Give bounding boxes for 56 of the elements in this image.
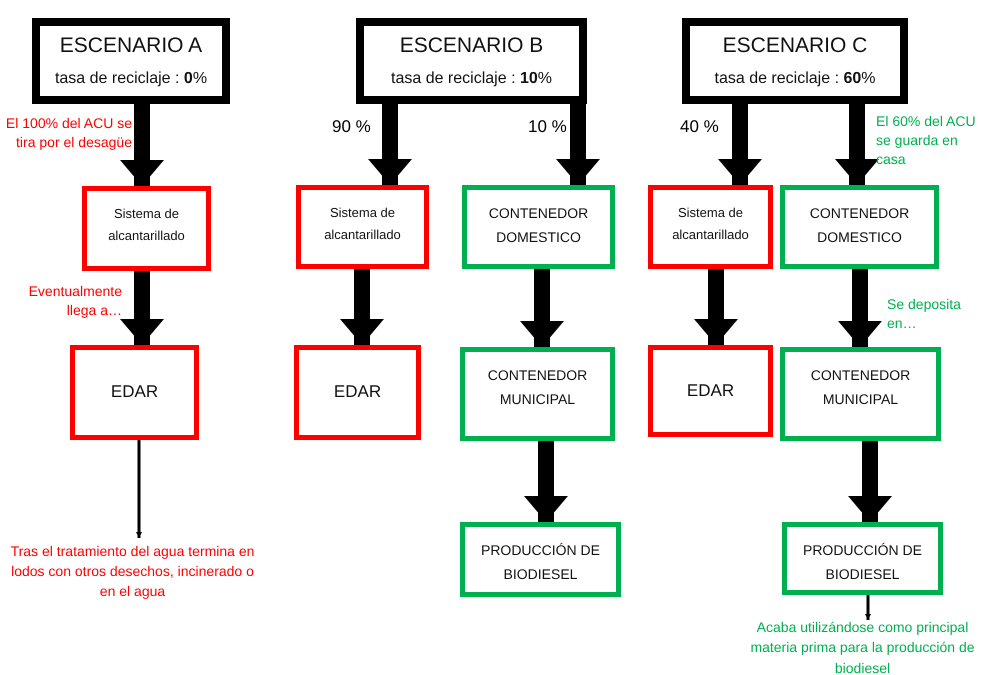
- arrow: [838, 269, 882, 347]
- scenario-title: ESCENARIO C: [722, 34, 868, 58]
- note-text: Tras el tratamiento del agua termina en lodos con otros desechos, incinerado o en el agua: [5, 538, 260, 604]
- arrow: [848, 441, 892, 522]
- edge-label: Eventualmente llega a…: [28, 282, 122, 320]
- arrow: [520, 269, 564, 347]
- edge-label: Se deposita en…: [887, 295, 962, 333]
- recycling-rate: tasa de reciclaje : 60%: [714, 70, 876, 88]
- box-label: Sistema de alcantarillado: [107, 205, 186, 246]
- arrow: [340, 269, 384, 345]
- edge-label: El 100% del ACU se tira por el desagüe: [4, 114, 132, 152]
- scenario-box: [356, 18, 587, 104]
- arrow: [368, 104, 412, 185]
- recycling-rate: tasa de reciclaje : 0%: [54, 70, 208, 88]
- process-box: [82, 186, 211, 271]
- recycling-rate: tasa de reciclaje : 10%: [391, 70, 552, 88]
- arrow: [865, 595, 871, 620]
- scenario-title: ESCENARIO B: [400, 34, 544, 58]
- arrow: [136, 440, 142, 538]
- box-label: EDAR: [110, 381, 158, 404]
- process-box: [782, 522, 943, 595]
- process-box: [460, 522, 621, 597]
- process-box: [648, 345, 773, 437]
- box-label: EDAR: [686, 380, 734, 402]
- process-box: [780, 185, 939, 269]
- edge-label: 10 %: [528, 116, 568, 138]
- scenario-box: [682, 18, 908, 104]
- edge-label: 90 %: [332, 116, 372, 138]
- arrow: [120, 104, 164, 186]
- process-box: [294, 345, 421, 440]
- scenario-box: [32, 18, 230, 104]
- process-box: [462, 185, 615, 269]
- box-label: PRODUCCIÓN DE BIODIESEL: [802, 541, 923, 584]
- arrow: [718, 104, 762, 185]
- scenario-title: ESCENARIO A: [60, 34, 202, 58]
- edge-label: El 60% del ACU se guarda en casa: [876, 112, 977, 169]
- box-label: EDAR: [334, 381, 382, 404]
- arrow: [524, 441, 568, 522]
- box-label: CONTENEDOR MUNICIPAL: [810, 366, 912, 409]
- edge-label: 40 %: [680, 116, 720, 138]
- box-label: PRODUCCIÓN DE BIODIESEL: [480, 541, 601, 584]
- process-box: [780, 347, 941, 441]
- arrow: [835, 104, 879, 185]
- process-box: [648, 185, 773, 269]
- box-label: CONTENEDOR DOMESTICO: [488, 204, 590, 247]
- box-label: Sistema de alcantarillado: [671, 204, 750, 244]
- note-text: Acaba utilizándose como principal materia prima para la producción de biodiesel: [735, 620, 990, 675]
- process-box: [70, 345, 199, 440]
- arrow: [120, 271, 164, 345]
- process-box: [296, 185, 429, 269]
- process-box: [460, 347, 615, 441]
- box-label: CONTENEDOR DOMESTICO: [808, 204, 910, 247]
- box-label: Sistema de alcantarillado: [323, 204, 402, 244]
- arrow: [556, 104, 600, 185]
- box-label: CONTENEDOR MUNICIPAL: [486, 366, 588, 409]
- arrow: [694, 269, 738, 345]
